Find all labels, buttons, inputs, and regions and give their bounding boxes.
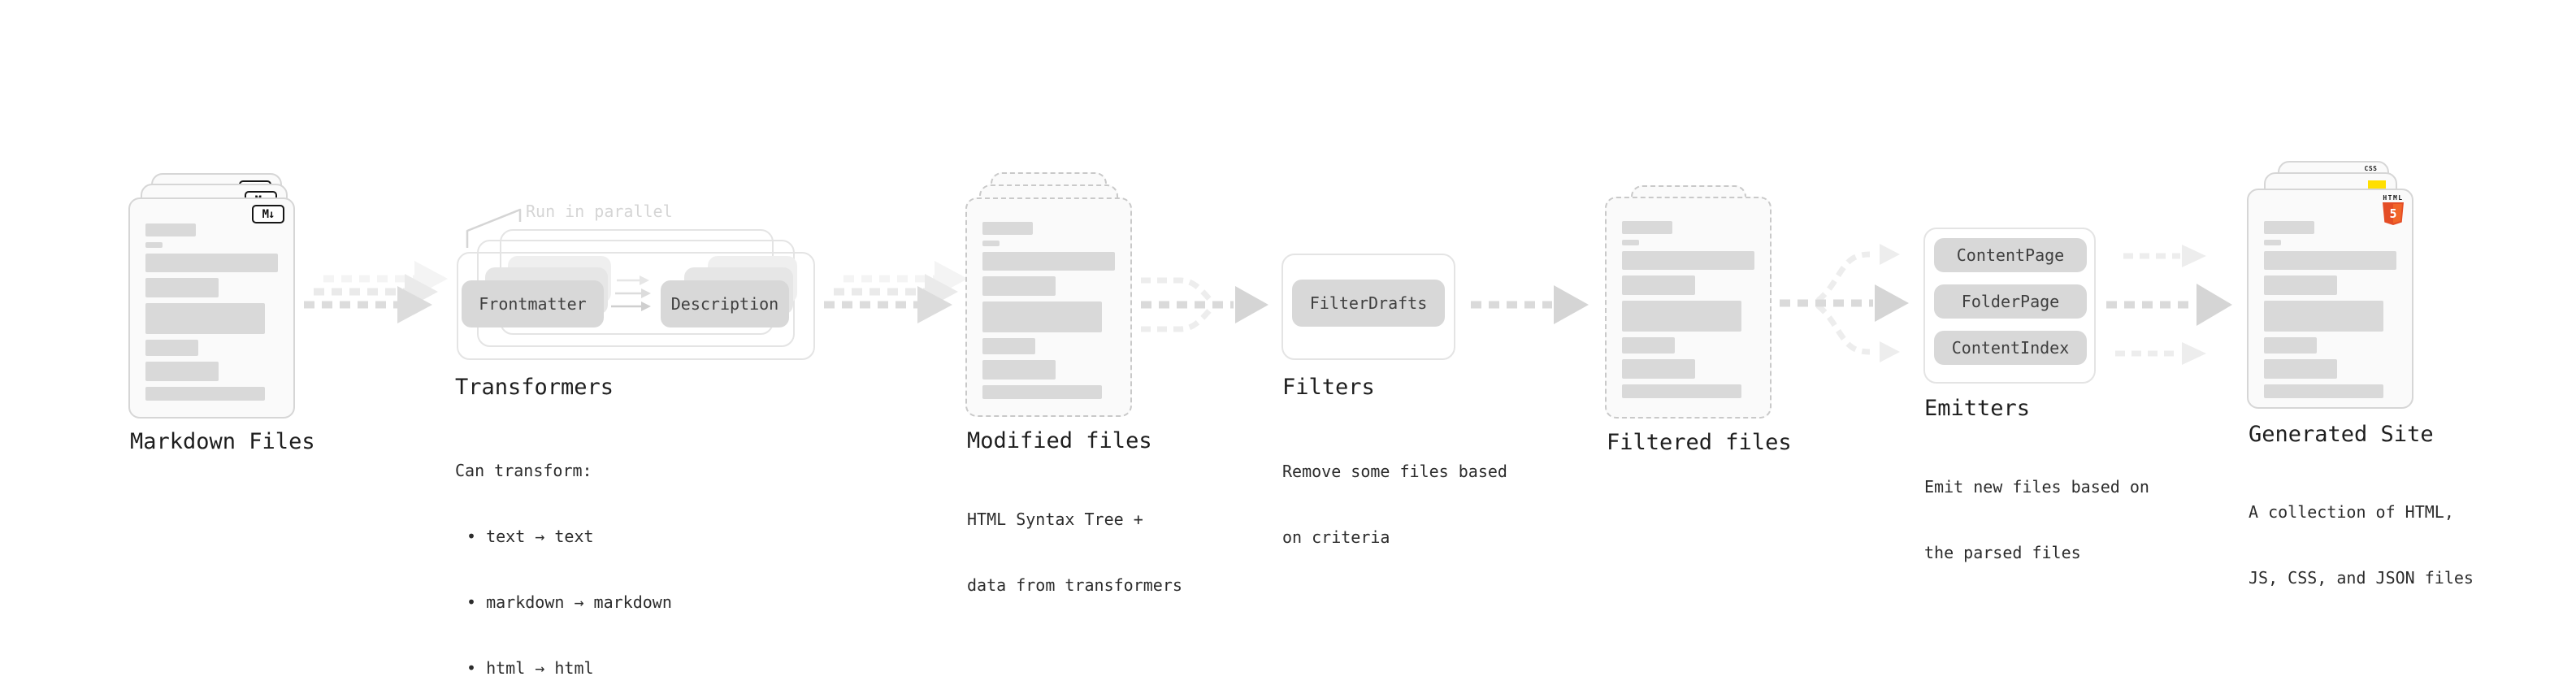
placeholder-bar (1622, 221, 1672, 234)
placeholder-bar (145, 223, 196, 236)
css-label: CSS (2364, 165, 2378, 172)
emitters-caption: Emit new files based on the parsed files (1924, 432, 2149, 608)
placeholder-bar (2264, 384, 2383, 398)
filters-caption: Remove some files based on criteria (1282, 417, 1507, 592)
placeholder-bar (982, 276, 1056, 296)
placeholder-bar (1622, 301, 1741, 332)
modified-caption: HTML Syntax Tree + data from transformer… (967, 465, 1182, 640)
markdown-file-card: M↓ (128, 197, 295, 419)
placeholder-bar (982, 222, 1033, 235)
contentindex-pill: ContentIndex (1934, 331, 2087, 365)
placeholder-bar (2264, 301, 2383, 332)
placeholder-bar (2264, 221, 2314, 234)
filters-box (1281, 254, 1455, 360)
file-content-placeholder (2264, 221, 2396, 398)
js-file-icon (2368, 180, 2386, 191)
arrow-transformers-to-modified-icon (824, 261, 968, 323)
placeholder-bar (145, 340, 199, 356)
placeholder-bar (145, 254, 278, 272)
placeholder-bar (1622, 337, 1676, 354)
transformers-caption: Can transform: • text → text • markdown … (455, 416, 672, 681)
arrow-markdown-to-transformers-icon (304, 261, 448, 323)
node-title-modified-files: Modified files (967, 428, 1152, 453)
placeholder-bar (1622, 384, 1741, 398)
placeholder-bar (982, 385, 1102, 399)
arrows-emitters-to-generated-icon (2106, 245, 2232, 365)
parallel-run-arrows-icon (611, 275, 651, 311)
caption-bullet-line: • html → html (466, 658, 594, 678)
contentpage-pill: ContentPage (1934, 238, 2087, 272)
svg-text:5: 5 (2389, 206, 2396, 221)
caption-line: on criteria (1282, 527, 1390, 547)
arrow-filters-to-filtered-icon (1471, 285, 1589, 324)
html-label: HTML (2383, 194, 2404, 202)
node-title-markdown-files: Markdown Files (130, 429, 315, 454)
html5-shield-icon: 5 (2383, 202, 2404, 225)
caption-line: data from transformers (967, 575, 1182, 595)
run-in-parallel-leader-line (466, 208, 522, 248)
placeholder-bar (2264, 251, 2396, 270)
run-in-parallel-label: Run in parallel (526, 202, 673, 221)
caption-line: Remove some files based (1282, 462, 1507, 481)
caption-line: JS, CSS, and JSON files (2249, 568, 2474, 588)
transformers-box (457, 252, 815, 360)
node-title-emitters: Emitters (1924, 396, 2031, 421)
placeholder-bar (145, 303, 265, 334)
placeholder-bar (1622, 240, 1640, 245)
placeholder-bar (2264, 359, 2337, 379)
folderpage-pill: FolderPage (1934, 284, 2087, 319)
placeholder-bar (982, 301, 1102, 332)
modified-file-card (965, 197, 1132, 417)
placeholder-bar (145, 278, 219, 297)
description-pill: Description (661, 280, 789, 327)
html5-logo-icon: HTML 5 (2383, 194, 2404, 225)
emitters-box (1923, 228, 2096, 384)
filterdrafts-pill: FilterDrafts (1292, 280, 1445, 327)
caption-bullet-line: • text → text (466, 527, 594, 546)
caption-bullet-line: • markdown → markdown (466, 592, 672, 612)
caption-line: Emit new files based on (1924, 477, 2149, 497)
placeholder-bar (982, 360, 1056, 380)
node-title-filtered-files: Filtered files (1607, 430, 1792, 455)
placeholder-bar (2264, 337, 2318, 354)
file-content-placeholder (982, 222, 1115, 399)
placeholder-bar (982, 338, 1036, 354)
filtered-file-card (1605, 197, 1772, 419)
caption-line: Can transform: (455, 461, 592, 480)
file-content-placeholder (1622, 221, 1754, 398)
file-content-placeholder (145, 223, 278, 401)
node-title-generated-site: Generated Site (2249, 422, 2434, 447)
arrow-fan-out-to-emitters-icon (1780, 244, 1909, 362)
placeholder-bar (982, 241, 1000, 246)
placeholder-bar (2264, 275, 2337, 295)
placeholder-bar (982, 252, 1115, 271)
placeholder-bar (145, 242, 163, 248)
placeholder-bar (1622, 275, 1695, 295)
generated-file-card: HTML 5 (2247, 189, 2413, 409)
placeholder-bar (145, 387, 265, 401)
frontmatter-pill: Frontmatter (462, 280, 604, 327)
placeholder-bar (1622, 251, 1754, 270)
placeholder-bar (1622, 359, 1695, 379)
generated-caption: A collection of HTML, JS, CSS, and JSON … (2249, 458, 2474, 633)
caption-line: HTML Syntax Tree + (967, 510, 1143, 529)
caption-line: the parsed files (1924, 543, 2081, 562)
caption-line: A collection of HTML, (2249, 502, 2454, 522)
placeholder-bar (145, 362, 219, 381)
node-title-filters: Filters (1282, 375, 1375, 400)
placeholder-bar (2264, 240, 2282, 245)
markdown-logo-icon: M↓ (252, 205, 284, 223)
arrow-fan-in-to-filters-icon (1141, 277, 1268, 332)
node-title-transformers: Transformers (455, 375, 614, 400)
